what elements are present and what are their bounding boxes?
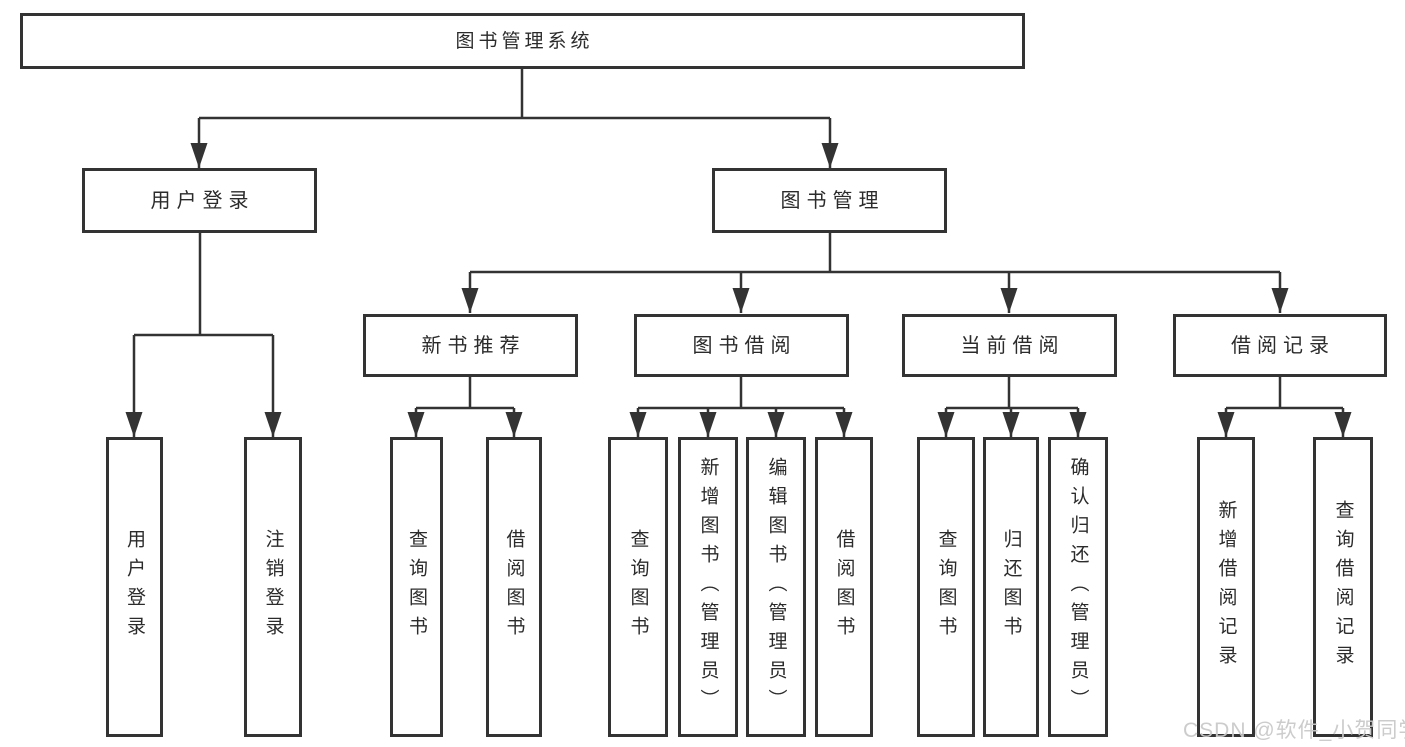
node-logout-label: 注销登录 <box>262 529 284 645</box>
connector-root-to-level2 <box>197 69 832 168</box>
node-library-system-label: 图书管理系统 <box>455 30 594 52</box>
node-nb-query-books-label: 查询图书 <box>406 529 427 645</box>
node-nb-borrow-books: 借阅图书 <box>486 437 542 737</box>
node-cb-return-books-label: 归还图书 <box>1000 529 1022 645</box>
node-current-borrowing: 当前借阅 <box>902 314 1117 377</box>
node-current-borrowing-label: 当前借阅 <box>960 334 1065 357</box>
node-book-borrowing-label: 图书借阅 <box>692 334 797 357</box>
node-user-login-action: 用户登录 <box>106 437 163 737</box>
node-book-borrowing: 图书借阅 <box>634 314 849 377</box>
node-user-login: 用户登录 <box>82 168 317 233</box>
arrowheads <box>125 143 1352 437</box>
node-bb-edit-books-admin-label: 编辑图书（管理员） <box>765 456 787 718</box>
node-new-book-recommend-label: 新书推荐 <box>421 334 526 357</box>
watermark-csdn: CSDN @软件_小贺同学 <box>1183 719 1405 742</box>
node-book-management: 图书管理 <box>712 168 947 233</box>
node-br-query-record-label: 查询借阅记录 <box>1332 500 1354 674</box>
node-logout: 注销登录 <box>244 437 302 737</box>
connector-book-borrowing-branch <box>636 377 846 437</box>
node-br-add-record-label: 新增借阅记录 <box>1215 500 1237 674</box>
node-new-book-recommend: 新书推荐 <box>363 314 578 377</box>
node-br-add-record: 新增借阅记录 <box>1197 437 1255 737</box>
connector-borrowing-records-branch <box>1224 377 1345 437</box>
node-br-query-record: 查询借阅记录 <box>1313 437 1373 737</box>
node-bb-query-books-label: 查询图书 <box>627 529 649 645</box>
connector-new-book-branch <box>414 377 516 437</box>
node-cb-confirm-return-admin-label: 确认归还（管理员） <box>1067 456 1089 718</box>
node-nb-query-books: 查询图书 <box>390 437 443 737</box>
node-library-system: 图书管理系统 <box>20 13 1025 69</box>
node-user-login-label: 用户登录 <box>150 189 255 212</box>
node-cb-query-books: 查询图书 <box>917 437 975 737</box>
node-bb-edit-books-admin: 编辑图书（管理员） <box>746 437 806 737</box>
node-cb-query-books-label: 查询图书 <box>935 529 957 645</box>
node-user-login-action-label: 用户登录 <box>124 529 145 645</box>
node-bb-add-books-admin-label: 新增图书（管理员） <box>697 456 719 718</box>
node-bb-add-books-admin: 新增图书（管理员） <box>678 437 738 737</box>
node-cb-return-books: 归还图书 <box>983 437 1039 737</box>
node-cb-confirm-return-admin: 确认归还（管理员） <box>1048 437 1108 737</box>
node-bb-borrow-books-label: 借阅图书 <box>833 529 855 645</box>
node-bb-query-books: 查询图书 <box>608 437 668 737</box>
connector-book-management-branch <box>468 233 1282 313</box>
node-borrowing-records-label: 借阅记录 <box>1231 334 1335 357</box>
node-bb-borrow-books: 借阅图书 <box>815 437 873 737</box>
node-book-management-label: 图书管理 <box>780 189 885 212</box>
node-borrowing-records: 借阅记录 <box>1173 314 1387 377</box>
connector-user-login-branch <box>132 233 275 437</box>
node-nb-borrow-books-label: 借阅图书 <box>503 529 525 645</box>
